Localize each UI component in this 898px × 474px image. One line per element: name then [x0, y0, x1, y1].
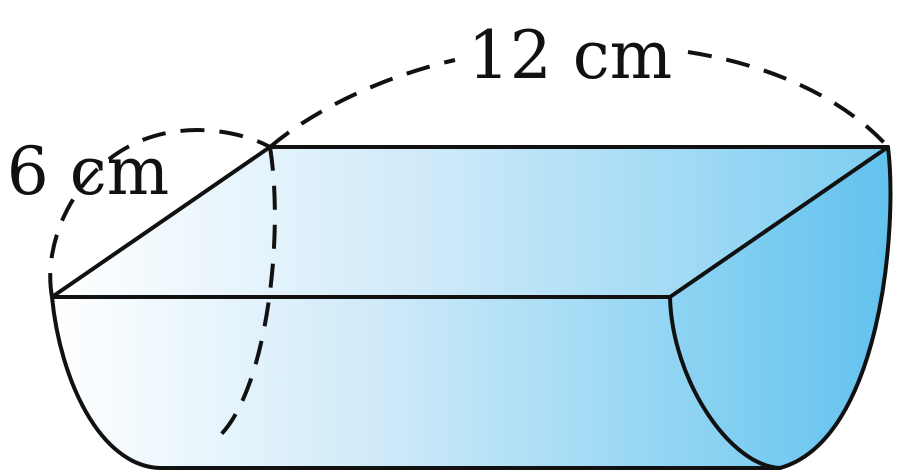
- top-face: [52, 147, 888, 297]
- diameter-dimension-arc: [48, 128, 271, 298]
- length-label: 12 cm: [468, 17, 673, 94]
- right-inner-curve-edge: [668, 295, 782, 470]
- diameter-label: 6 cm: [7, 133, 170, 210]
- left-curve-edge: [50, 295, 162, 470]
- length-dimension-arc-right: [687, 50, 890, 149]
- right-end-face: [670, 147, 891, 468]
- length-dimension-arc-left: [268, 58, 456, 149]
- hidden-back-arc: [213, 146, 277, 442]
- right-outer-curve-edge: [778, 145, 893, 470]
- curved-body: [52, 297, 780, 468]
